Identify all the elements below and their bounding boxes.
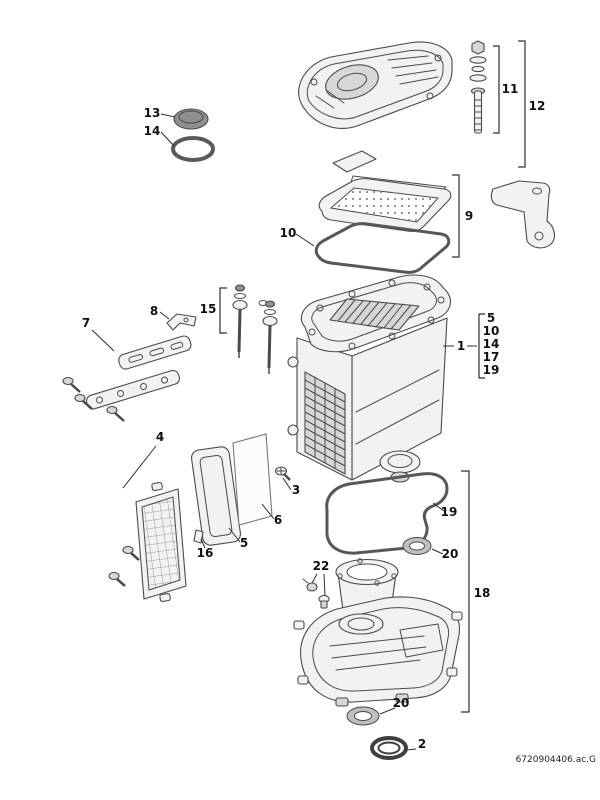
- panel-6: [232, 433, 273, 526]
- screw: [122, 545, 140, 561]
- cover-plate: [332, 150, 377, 173]
- electrode-a: [232, 284, 248, 358]
- callout-16: 16: [197, 546, 214, 560]
- drawing-number: 6720904406.ac.G: [516, 755, 596, 765]
- callout-22: 22: [313, 559, 330, 573]
- callout-20-lower: 20: [393, 696, 410, 710]
- bolt-assembly: [469, 40, 487, 134]
- group1-item: 19: [483, 363, 500, 377]
- top-cover: [298, 41, 453, 173]
- callout-6: 6: [274, 513, 282, 527]
- o-ring-14: [171, 136, 215, 162]
- gasket-19: [325, 472, 449, 555]
- screw: [106, 405, 125, 422]
- screw-3: [274, 466, 291, 481]
- grommet-20-lower: [346, 706, 380, 726]
- callout-19: 19: [441, 505, 458, 519]
- base-pan: [293, 596, 463, 707]
- group1-item: 14: [483, 337, 500, 351]
- callout-3: 3: [292, 483, 300, 497]
- frame-gasket-5: [190, 446, 242, 546]
- clip-8: [166, 313, 197, 331]
- callout-9: 9: [465, 209, 473, 223]
- electrode-b: [262, 300, 278, 374]
- support-bracket: [490, 180, 556, 249]
- callout-20-upper: 20: [442, 547, 459, 561]
- fittings-22: [302, 578, 330, 609]
- callout-4: 4: [156, 430, 164, 444]
- callout-7: 7: [82, 316, 90, 330]
- gasket-10: [314, 222, 451, 274]
- screw: [108, 571, 126, 587]
- callout-18: 18: [474, 586, 491, 600]
- callout-2: 2: [418, 737, 426, 751]
- callout-11: 11: [502, 82, 519, 96]
- callout-12: 12: [529, 99, 546, 113]
- screw: [74, 393, 93, 410]
- clip-16: [193, 529, 204, 544]
- cap-13: [173, 108, 209, 130]
- group-brackets: [219, 40, 526, 713]
- heat-exchanger-block: [287, 274, 451, 483]
- ring-2: [370, 736, 408, 760]
- callout-1: 1: [457, 339, 465, 353]
- callout-8: 8: [150, 304, 158, 318]
- callout-13: 13: [144, 106, 161, 120]
- callout-5: 5: [240, 536, 248, 550]
- mounting-rails: [62, 335, 192, 422]
- callout-14: 14: [144, 124, 161, 138]
- callout-10: 10: [280, 226, 297, 240]
- group1-item: 10: [483, 324, 500, 338]
- insulation-panel: [135, 481, 187, 602]
- callout-15: 15: [200, 302, 217, 316]
- group1-item: 17: [483, 350, 500, 364]
- burner-plate: [318, 175, 452, 232]
- screw: [62, 376, 81, 393]
- grommet-20-upper: [402, 537, 432, 555]
- group1-item: 5: [487, 311, 495, 325]
- leader-lines: [91, 113, 477, 751]
